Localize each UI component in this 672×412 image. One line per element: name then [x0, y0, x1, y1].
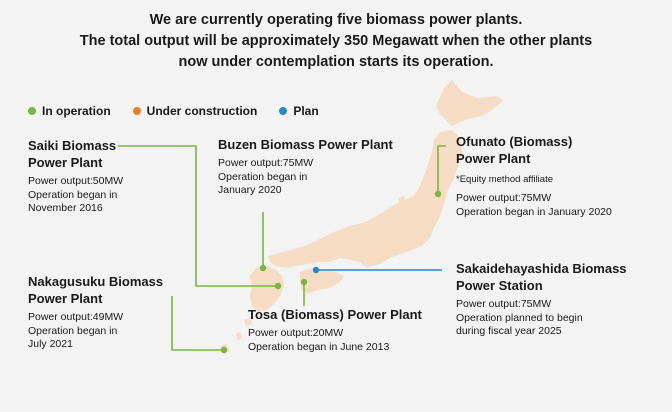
ofunato-plant-card: Ofunato (Biomass) Power Plant *Equity me…	[456, 133, 612, 219]
saiki-name-line-2: Power Plant	[28, 155, 103, 170]
kyushu-island	[250, 266, 284, 312]
nakagusuku-leader-line	[171, 296, 224, 351]
sakaidehayashida-plant-card: Sakaidehayashida Biomass Power Station P…	[456, 260, 627, 339]
ofunato-plant-detail: Power output:75MW Operation began in Jan…	[456, 192, 612, 219]
hokkaido-island	[436, 80, 504, 126]
sakaidehayashida-plant-detail: Power output:75MW Operation planned to b…	[456, 298, 627, 339]
headline: We are currently operating five biomass …	[0, 10, 672, 73]
ofunato-leader-line	[437, 145, 446, 194]
ofunato-note: *Equity method affiliate	[456, 174, 553, 185]
southern-island-1	[244, 318, 252, 326]
legend-plan: Plan	[279, 104, 319, 118]
sakaidehayashida-plant-name: Sakaidehayashida Biomass Power Station	[456, 260, 627, 294]
legend: In operation Under construction Plan	[28, 104, 341, 118]
sakaidehayashida-name-line-1: Sakaidehayashida Biomass	[456, 261, 627, 276]
plan-dot-icon	[279, 107, 288, 115]
legend-under-construction-label: Under construction	[146, 104, 258, 118]
sakaidehayashida-status-line-1: Operation planned to begin	[456, 311, 583, 324]
sakaidehayashida-name-line-2: Power Station	[456, 278, 543, 293]
buzen-status-line-2: January 2020	[218, 184, 282, 196]
tosa-plant-name: Tosa (Biomass) Power Plant	[248, 307, 422, 322]
in-operation-dot-icon	[28, 107, 36, 115]
nakagusuku-plant-detail: Power output:49MW Operation began in Jul…	[28, 311, 163, 352]
sado-island	[398, 196, 406, 204]
saiki-leader-line	[118, 145, 278, 287]
legend-plan-label: Plan	[293, 104, 319, 118]
nakagusuku-plant-name: Nakagusuku Biomass Power Plant	[28, 273, 163, 307]
nakagusuku-status-line-2: July 2021	[28, 338, 73, 350]
buzen-location-dot	[259, 264, 267, 272]
nakagusuku-status-line-1: Operation began in	[28, 324, 118, 337]
buzen-plant-card: Buzen Biomass Power Plant Power output:7…	[218, 136, 393, 198]
saiki-output: Power output:50MW	[28, 175, 124, 187]
ofunato-name-line-2: Power Plant	[456, 151, 531, 166]
nakagusuku-location-dot	[220, 346, 228, 354]
ofunato-plant-name: Ofunato (Biomass) Power Plant	[456, 133, 612, 167]
legend-in-operation: In operation	[28, 104, 111, 118]
nakagusuku-output: Power output:49MW	[28, 311, 124, 323]
ofunato-name-line-1: Ofunato (Biomass)	[456, 134, 573, 149]
saiki-plant-detail: Power output:50MW Operation began in Nov…	[28, 175, 123, 216]
sakaidehayashida-status-line-2: during fiscal year 2025	[456, 325, 562, 337]
ofunato-output: Power output:75MW	[456, 192, 552, 204]
tosa-location-dot	[300, 278, 308, 286]
saiki-plant-name: Saiki Biomass Power Plant	[28, 137, 123, 171]
tosa-output: Power output:20MW	[248, 327, 344, 339]
saiki-status-line-1: Operation began in	[28, 188, 118, 201]
headline-line-1: We are currently operating five biomass …	[149, 12, 523, 28]
buzen-status-line-1: Operation began in	[218, 170, 308, 183]
southern-island-2	[236, 332, 242, 340]
tosa-plant-card: Tosa (Biomass) Power Plant Power output:…	[248, 306, 422, 354]
headline-line-3: now under contemplation starts its opera…	[178, 54, 494, 70]
sakaidehayashida-output: Power output:75MW	[456, 298, 552, 310]
saiki-name-line-1: Saiki Biomass	[28, 138, 117, 153]
saiki-plant-card: Saiki Biomass Power Plant Power output:5…	[28, 137, 123, 216]
ofunato-status: Operation began in January 2020	[456, 205, 612, 218]
tosa-status: Operation began in June 2013	[248, 340, 390, 353]
honshu-island	[268, 130, 462, 268]
tosa-plant-detail: Power output:20MW Operation began in Jun…	[248, 327, 422, 354]
buzen-plant-detail: Power output:75MW Operation began in Jan…	[218, 157, 393, 198]
sakaidehayashida-location-dot	[312, 266, 320, 274]
under-construction-dot-icon	[132, 107, 141, 115]
nakagusuku-plant-card: Nakagusuku Biomass Power Plant Power out…	[28, 273, 163, 352]
legend-in-operation-label: In operation	[42, 104, 111, 118]
legend-under-construction: Under construction	[132, 104, 258, 118]
buzen-plant-name: Buzen Biomass Power Plant	[218, 137, 393, 152]
headline-line-2: The total output will be approximately 3…	[79, 33, 593, 49]
nakagusuku-name-line-2: Power Plant	[28, 291, 103, 306]
shikoku-island	[300, 268, 344, 294]
nakagusuku-name-line-1: Nakagusuku Biomass	[28, 274, 164, 289]
ofunato-location-dot	[434, 190, 442, 198]
saiki-status-line-2: November 2016	[28, 202, 103, 214]
saiki-location-dot	[274, 282, 282, 290]
buzen-output: Power output:75MW	[218, 157, 314, 169]
